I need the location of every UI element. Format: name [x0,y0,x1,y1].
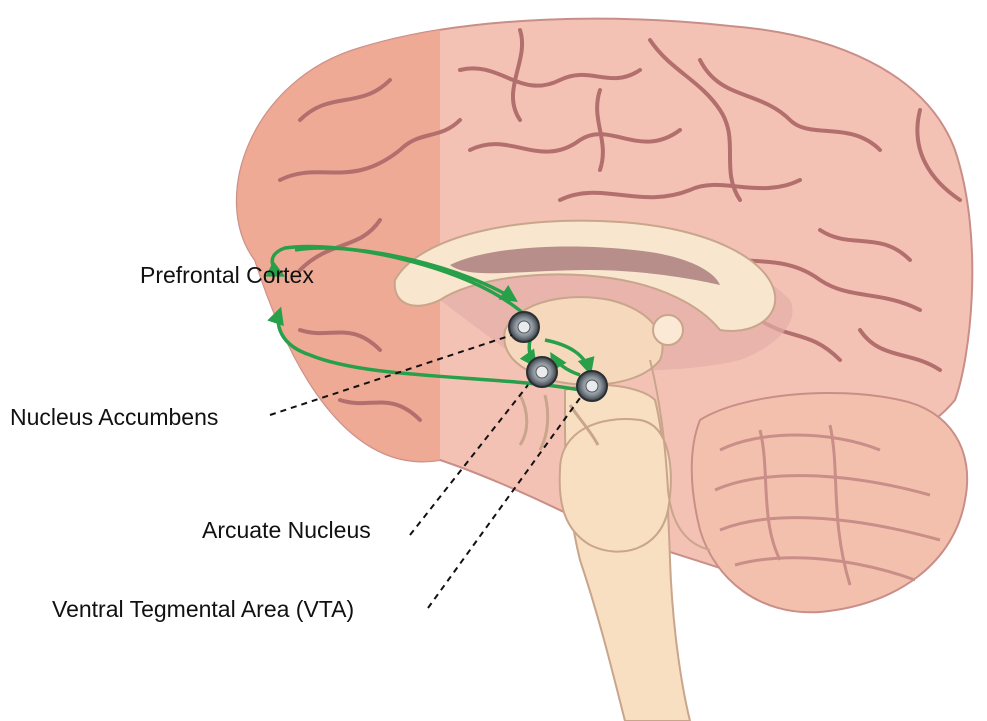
pineal-gland [653,315,683,345]
label-arcuate-nucleus: Arcuate Nucleus [202,517,371,543]
cerebellum [692,393,967,612]
vta-node [577,371,607,401]
label-vta: Ventral Tegmental Area (VTA) [52,596,354,622]
label-nucleus-accumbens: Nucleus Accumbens [10,404,218,430]
label-prefrontal-cortex: Prefrontal Cortex [140,262,314,288]
arcuate-nucleus-node [527,357,557,387]
nucleus-accumbens-node [509,312,539,342]
pons [560,419,671,552]
